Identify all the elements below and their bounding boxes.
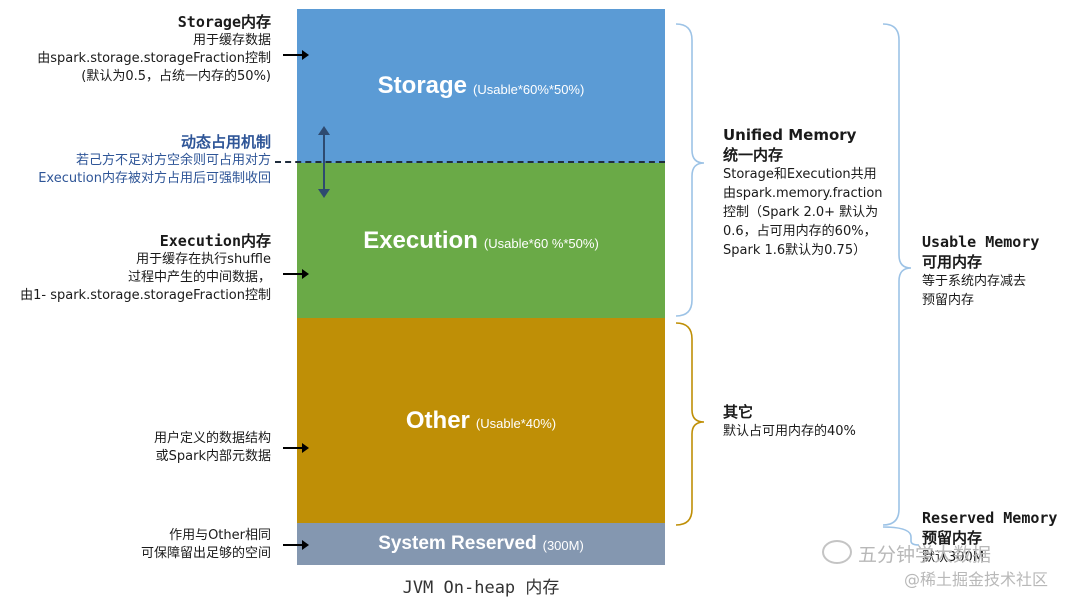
- storage-annotation-title: Storage内存: [177, 13, 271, 31]
- other-annotation-line: 或Spark内部元数据: [155, 449, 271, 464]
- reserved-memory-line: 默认300M: [922, 550, 985, 565]
- other-block-label: Other: [405, 406, 470, 434]
- storage-annotation-line: 由spark.storage.storageFraction控制: [37, 51, 271, 66]
- execution-block-label: Execution: [363, 226, 478, 254]
- execution-block-formula: (Usable*60 %*50%): [483, 236, 599, 251]
- execution-annotation-line: 过程中产生的中间数据，: [127, 270, 271, 285]
- other-annotation-line: 用户定义的数据结构: [153, 431, 271, 446]
- usable-memory-title-cn: 可用内存: [922, 253, 983, 271]
- storage-annotation: Storage内存 用于缓存数据 由spark.storage.storageF…: [37, 12, 271, 86]
- execution-annotation-title: Execution内存: [159, 232, 271, 250]
- watermark-sub: @稀土掘金技术社区: [904, 570, 1049, 589]
- storage-block: Storage (Usable*60%*50%): [297, 9, 665, 163]
- dynamic-boundary-dashed-line: [275, 161, 665, 163]
- execution-annotation: Execution内存 用于缓存在执行shuffle 过程中产生的中间数据， 由…: [20, 231, 271, 305]
- reserved-annotation-line: 作用与Other相同: [169, 528, 271, 543]
- system-reserved-block: System Reserved (300M): [297, 523, 665, 565]
- watermark: 五分钟学大数据: [822, 540, 991, 567]
- unified-memory-line: Spark 1.6默认为0.75）: [723, 243, 867, 258]
- execution-annotation-line: 由1- spark.storage.storageFraction控制: [20, 288, 271, 303]
- usable-memory-line: 等于系统内存减去: [922, 274, 1027, 289]
- wechat-icon: [822, 540, 852, 564]
- usable-memory-annotation: Usable Memory 可用内存 等于系统内存减去 预留内存: [922, 232, 1039, 310]
- unified-memory-line: 0.6，占可用内存的60%，: [723, 224, 877, 239]
- storage-block-formula: (Usable*60%*50%): [473, 81, 585, 97]
- reserved-memory-brace: [882, 526, 920, 546]
- jvm-on-heap-caption: JVM On-heap 内存: [402, 578, 560, 598]
- system-reserved-size: (300M): [542, 538, 584, 553]
- unified-memory-title: Unified Memory: [723, 126, 857, 144]
- usable-memory-title: Usable Memory: [922, 233, 1040, 251]
- other-annotation: 用户定义的数据结构 或Spark内部元数据: [154, 430, 271, 466]
- watermark-main: 五分钟学大数据: [858, 544, 992, 566]
- storage-annotation-line: 用于缓存数据: [192, 33, 271, 48]
- reserved-memory-title-cn: 预留内存: [922, 529, 983, 547]
- usable-memory-line: 预留内存: [922, 293, 975, 308]
- arrow-right-icon: [283, 50, 309, 60]
- system-reserved-label: System Reserved: [378, 533, 537, 554]
- double-arrow-vertical-icon: [318, 126, 330, 198]
- usable-memory-brace: [882, 23, 912, 526]
- dynamic-occupy-line: 若己方不足对方空余则可占用对方: [75, 153, 271, 168]
- reserved-annotation-line: 可保障留出足够的空间: [140, 546, 271, 561]
- arrow-right-icon: [283, 443, 309, 453]
- storage-annotation-line: (默认为0.5，占统一内存的50%): [81, 69, 271, 84]
- other-memory-title: 其它: [723, 403, 754, 421]
- unified-memory-annotation: Unified Memory 统一内存 Storage和Execution共用 …: [723, 125, 883, 260]
- execution-annotation-line: 用于缓存在执行shuffle: [136, 252, 271, 267]
- reserved-memory-title: Reserved Memory: [922, 509, 1058, 527]
- arrow-right-icon: [283, 540, 309, 550]
- unified-memory-line: Storage和Execution共用: [723, 167, 877, 182]
- unified-memory-brace: [675, 23, 705, 317]
- other-block-formula: (Usable*40%): [475, 416, 557, 431]
- other-brace: [675, 322, 705, 526]
- unified-memory-line: 控制（Spark 2.0+ 默认为: [723, 205, 879, 220]
- reserved-memory-annotation: Reserved Memory 预留内存 默认300M: [922, 508, 1057, 567]
- dynamic-occupy-title: 动态占用机制: [180, 133, 271, 151]
- reserved-annotation: 作用与Other相同 可保障留出足够的空间: [141, 527, 271, 563]
- other-block: Other (Usable*40%): [297, 318, 665, 523]
- dynamic-occupy-annotation: 动态占用机制 若己方不足对方空余则可占用对方 Execution内存被对方占用后…: [38, 132, 271, 188]
- unified-memory-line: 由spark.memory.fraction: [723, 186, 883, 201]
- dynamic-occupy-line: Execution内存被对方占用后可强制收回: [38, 171, 271, 186]
- storage-block-label: Storage: [377, 72, 468, 99]
- arrow-right-icon: [283, 269, 309, 279]
- unified-memory-title-cn: 统一内存: [723, 146, 784, 164]
- other-memory-annotation: 其它 默认占可用内存的40%: [723, 402, 856, 441]
- execution-block: Execution (Usable*60 %*50%): [297, 163, 665, 318]
- other-memory-line: 默认占可用内存的40%: [723, 424, 856, 439]
